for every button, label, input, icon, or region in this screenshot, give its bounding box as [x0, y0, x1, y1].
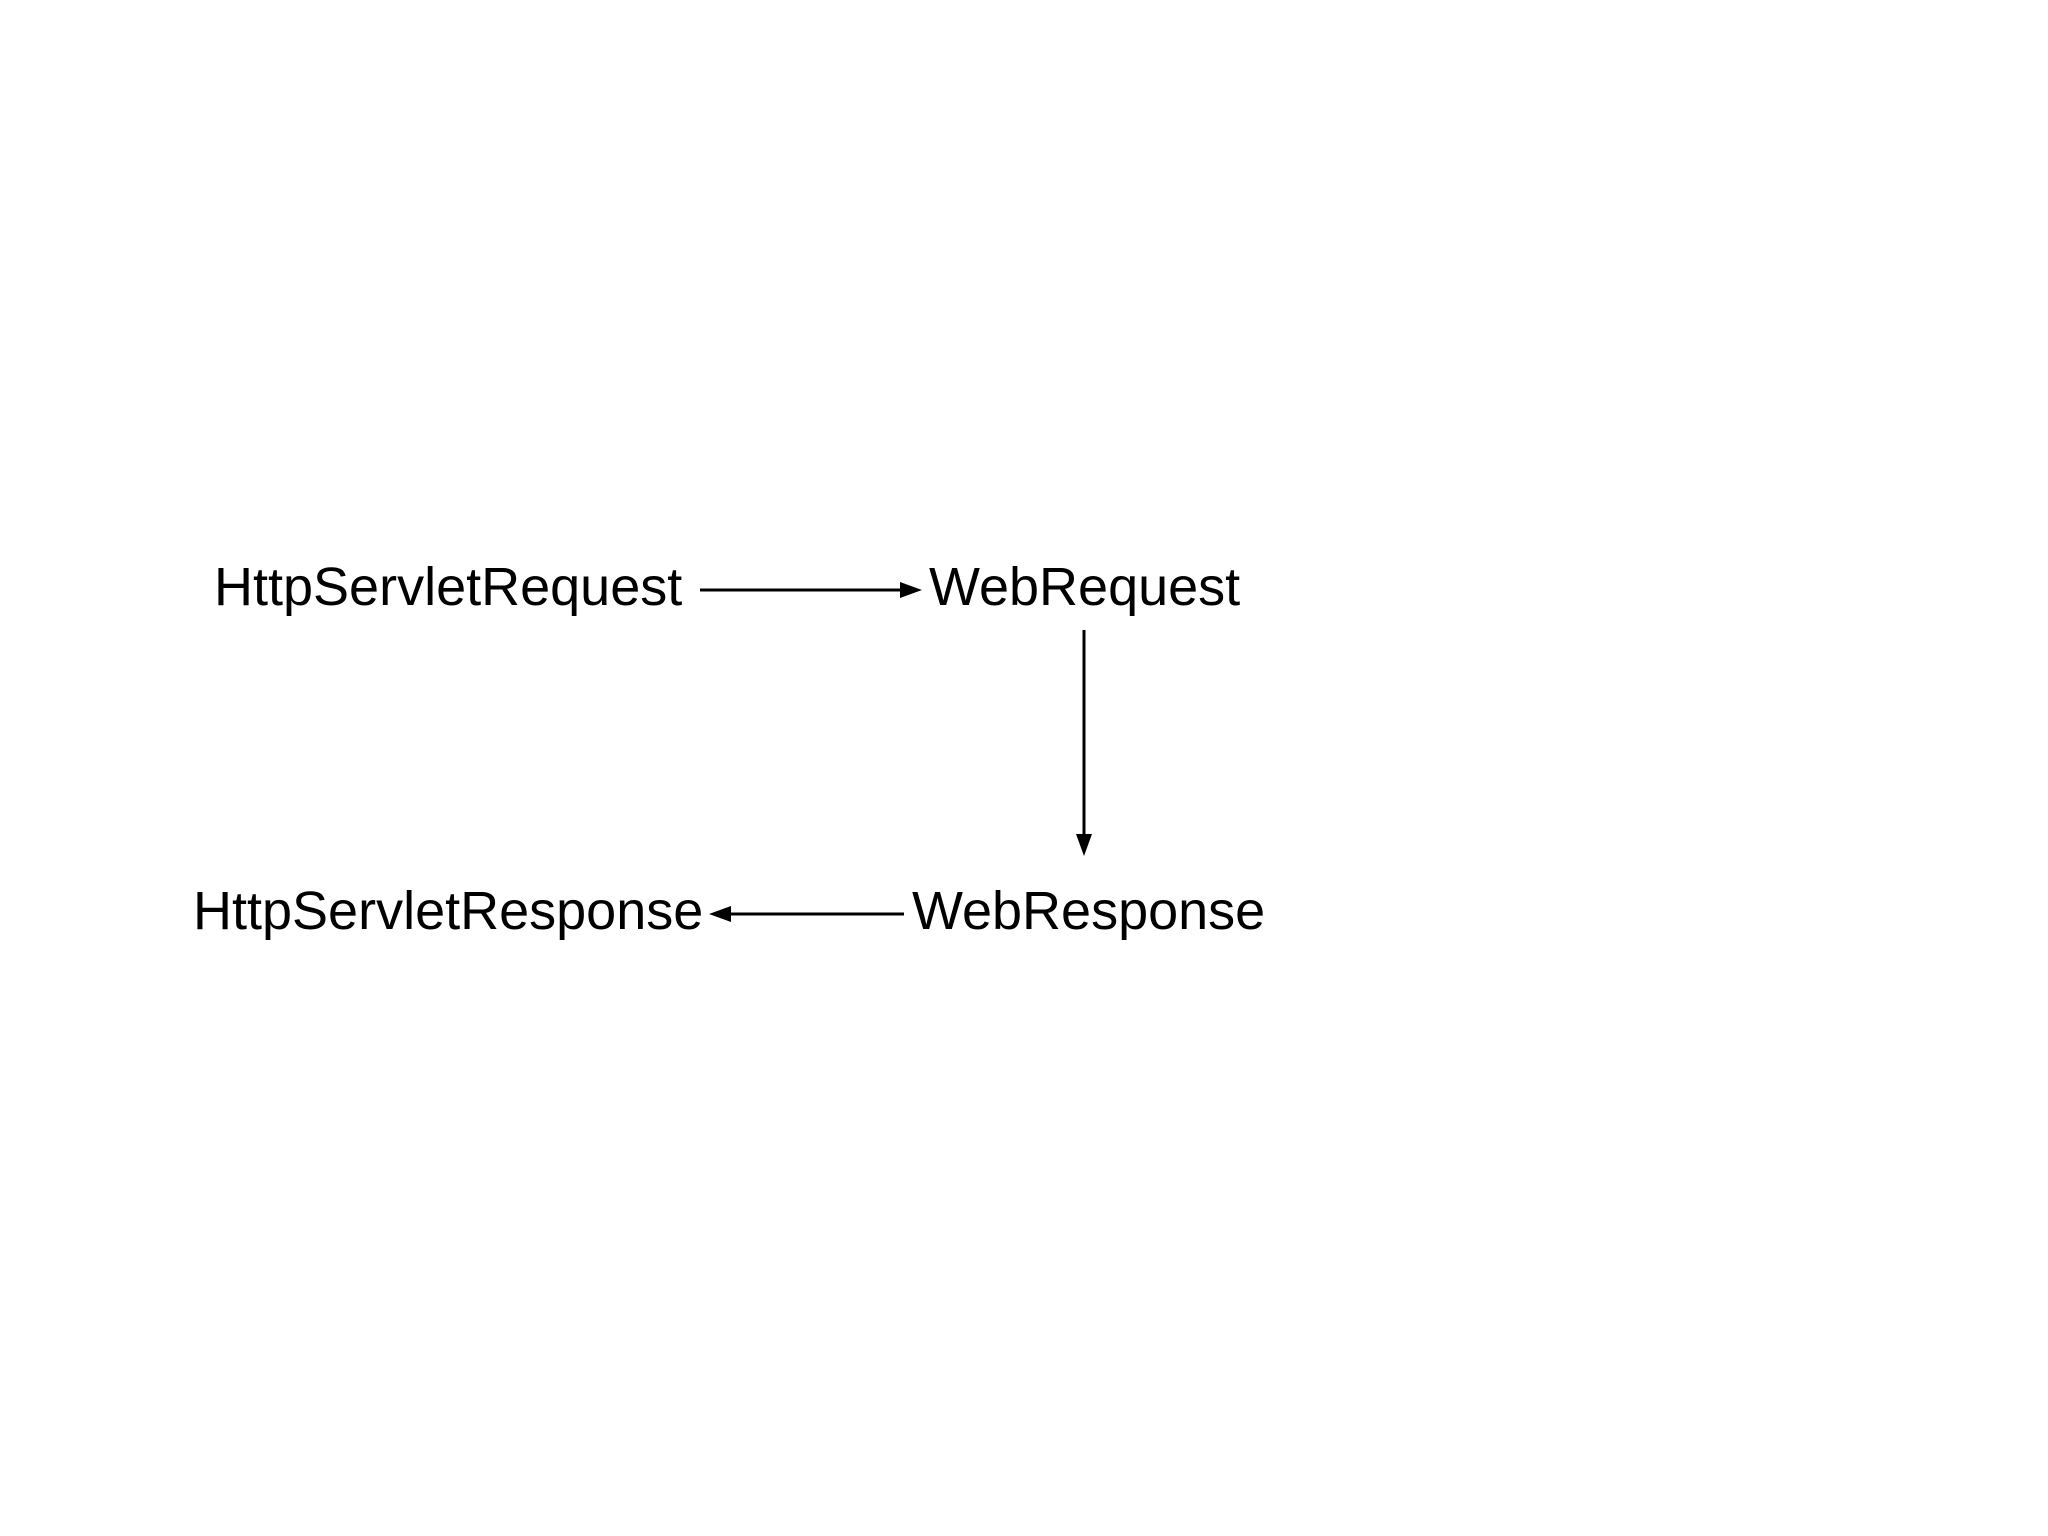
arrow-httpservletrequest-to-webrequest	[700, 582, 922, 598]
arrow-webresponse-to-httpservletresponse	[709, 906, 904, 922]
arrow-webrequest-to-webresponse	[1076, 630, 1092, 856]
node-http-servlet-request: HttpServletRequest	[214, 557, 683, 617]
node-web-request: WebRequest	[929, 557, 1241, 617]
node-http-servlet-response: HttpServletResponse	[193, 881, 704, 941]
node-web-response: WebResponse	[912, 881, 1266, 941]
